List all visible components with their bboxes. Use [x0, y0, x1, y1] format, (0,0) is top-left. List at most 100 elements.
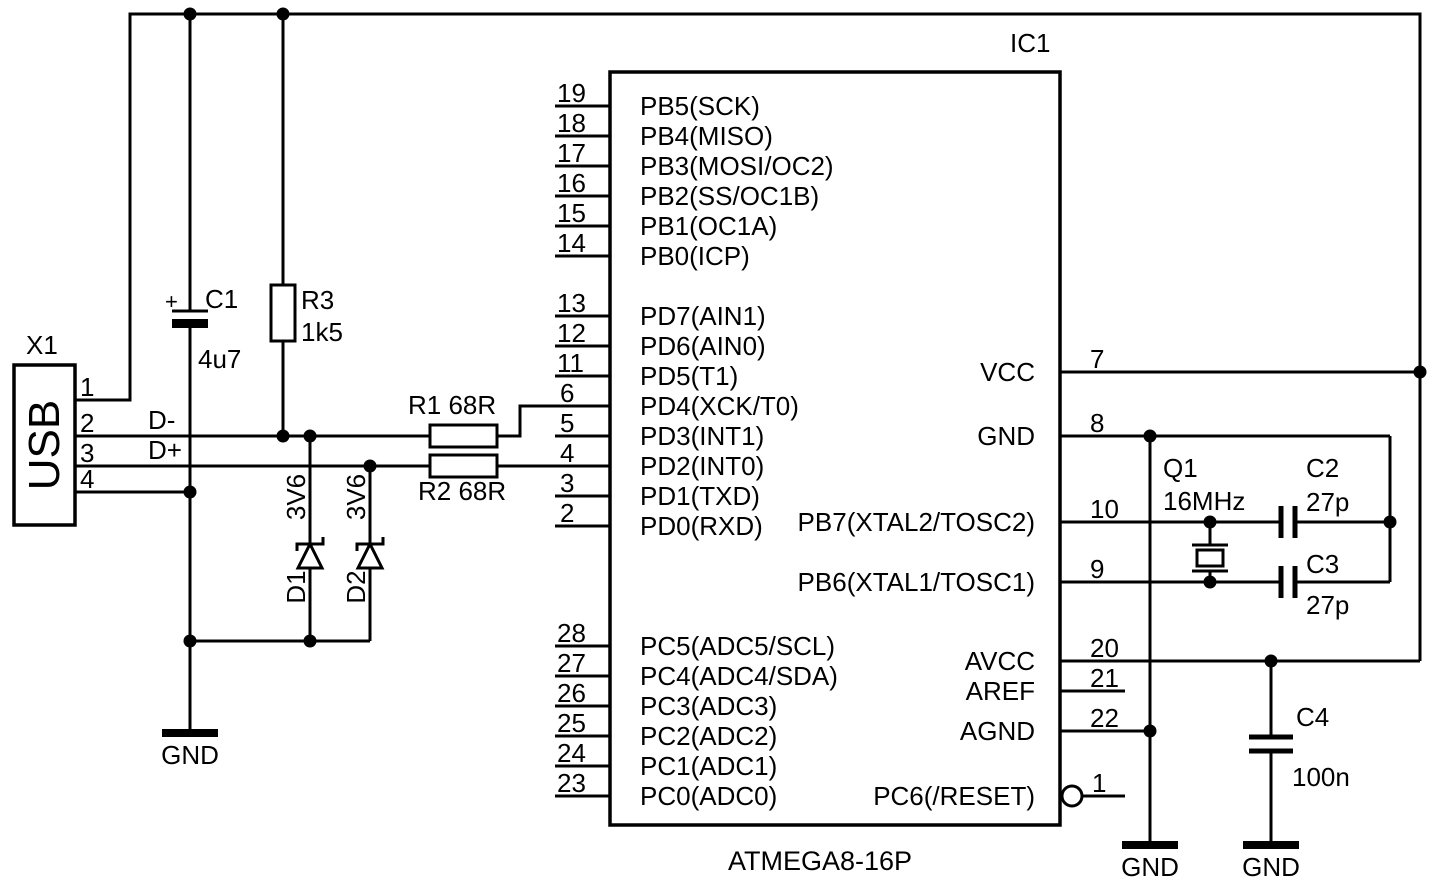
ic-pin-label: PB1(OC1A): [640, 211, 778, 241]
ic-pin-label: PB4(MISO): [640, 121, 773, 151]
c1-polarity: +: [165, 289, 178, 314]
ic-pin-label: PD1(TXD): [640, 481, 760, 511]
dplus-label: D+: [148, 435, 182, 465]
ic-pin-label: PD4(XCK/T0): [640, 391, 799, 421]
ic-designator: IC1: [1010, 28, 1051, 58]
ic-pin-number: 21: [1090, 663, 1119, 693]
ic-pin-number: 7: [1090, 344, 1105, 374]
ic-body: [608, 70, 1062, 827]
ic-pin-label: PD2(INT0): [640, 451, 765, 481]
ic-pin-number: 8: [1090, 408, 1105, 438]
ic-pin-label: PC5(ADC5/SCL): [640, 631, 836, 661]
c3-value: 27p: [1306, 590, 1350, 620]
r1-label: R1 68R: [408, 390, 497, 420]
ic-pin-number: 18: [557, 108, 586, 138]
q1-value: 16MHz: [1163, 486, 1246, 516]
ic-pin-number: 15: [557, 198, 586, 228]
ic-pin-number: 9: [1090, 554, 1105, 584]
ic-pin-number: 20: [1090, 633, 1119, 663]
component-symbols: [12, 70, 1298, 827]
junction-dots: [183, 7, 1427, 738]
c4-value: 100n: [1292, 762, 1350, 792]
vcc-rail: [75, 12, 1422, 661]
ic-pin-label: PB5(SCK): [640, 91, 760, 121]
r2-label: R2 68R: [418, 476, 507, 506]
gnd-label: GND: [1121, 852, 1179, 882]
zener-d1-cathode: [295, 537, 325, 551]
c3-designator: C3: [1306, 549, 1340, 579]
dminus-label: D-: [148, 405, 176, 435]
ic-pin-label: PC2(ADC2): [640, 721, 778, 751]
ic-pin-number: 23: [557, 768, 586, 798]
ic-pin-label: PC3(ADC3): [640, 691, 778, 721]
resistor-r3: [269, 283, 297, 343]
usb-pin-number: 2: [80, 408, 95, 438]
d2-value: 3V6: [341, 473, 371, 521]
reset-bubble: [1060, 784, 1084, 808]
usb-pin-number: 1: [80, 372, 95, 402]
ic-pin-label: PB7(XTAL2/TOSC2): [797, 507, 1035, 537]
wires: [75, 12, 1422, 845]
ic-pin-number: 10: [1090, 494, 1119, 524]
ic-pin-label: PB0(ICP): [640, 241, 750, 271]
c2-designator: C2: [1306, 453, 1340, 483]
gnd-label: GND: [161, 740, 219, 770]
q1-designator: Q1: [1163, 453, 1198, 483]
usb-label: USB: [20, 399, 69, 491]
ic-pin-number: 11: [557, 348, 584, 378]
c4-designator: C4: [1296, 702, 1330, 732]
ic-pin-number: 28: [557, 618, 586, 648]
ic-pin-label: GND: [977, 421, 1035, 451]
c1-value: 4u7: [198, 344, 242, 374]
ic-pin-label: PB2(SS/OC1B): [640, 181, 820, 211]
ic-pin-label: PD0(RXD): [640, 511, 763, 541]
usb-pin-number: 3: [80, 438, 95, 468]
ic-pin-number: 6: [560, 378, 575, 408]
ic-pin-number: 24: [557, 738, 586, 768]
d1-designator: D1: [281, 570, 311, 604]
zener-d1-triangle: [295, 540, 325, 570]
ic-pin-number: 26: [557, 678, 586, 708]
ic-pin-number: 14: [557, 228, 586, 258]
ic-pin-label: PD3(INT1): [640, 421, 765, 451]
r3-value: 1k5: [301, 317, 343, 347]
resistor-r1: [428, 423, 499, 449]
ic-pin-label: PC0(ADC0): [640, 781, 778, 811]
ic-pin-label: PC4(ADC4/SDA): [640, 661, 838, 691]
ic-pin-number: 12: [557, 318, 586, 348]
ground-symbols: [162, 729, 1299, 849]
d1-value: 3V6: [281, 473, 311, 521]
ic-pin-label: PC6(/RESET): [873, 781, 1035, 811]
ic-pin-number: 22: [1090, 703, 1119, 733]
zener-d2-triangle: [355, 540, 385, 570]
ic-pin-label: PD5(T1): [640, 361, 739, 391]
ic-pin-label: PC1(ADC1): [640, 751, 778, 781]
ic-pin-number: 4: [560, 438, 575, 468]
ic-part-number: ATMEGA8-16P: [727, 846, 913, 876]
ic-pin-label: VCC: [980, 357, 1035, 387]
usb-connector-body: [12, 363, 77, 527]
ic-pin-number: 27: [557, 648, 586, 678]
r3-designator: R3: [301, 285, 335, 315]
ic-pin-label: PB3(MOSI/OC2): [640, 151, 834, 181]
ic-pin-number: 1: [1092, 768, 1107, 798]
ic-pin-number: 3: [560, 468, 575, 498]
gnd-label: GND: [1242, 852, 1300, 882]
usb-designator: X1: [26, 330, 58, 360]
ic-pin-number: 17: [557, 138, 586, 168]
crystal-q1-body: [1195, 548, 1225, 568]
ic-pin-label: PB6(XTAL1/TOSC1): [797, 567, 1035, 597]
c1-designator: C1: [205, 284, 239, 314]
resistor-r2: [428, 453, 499, 479]
ic-pin-number: 25: [557, 708, 586, 738]
ic-pin-label: AVCC: [964, 646, 1035, 676]
ic-pin-label: AREF: [965, 676, 1035, 706]
ic-pin-number: 5: [560, 408, 575, 438]
ic-pin-number: 2: [560, 498, 575, 528]
d2-designator: D2: [341, 570, 371, 604]
ic-pin-number: 16: [557, 168, 586, 198]
dminus-to-pd4: [497, 404, 610, 438]
ic-pin-number: 13: [557, 288, 586, 318]
